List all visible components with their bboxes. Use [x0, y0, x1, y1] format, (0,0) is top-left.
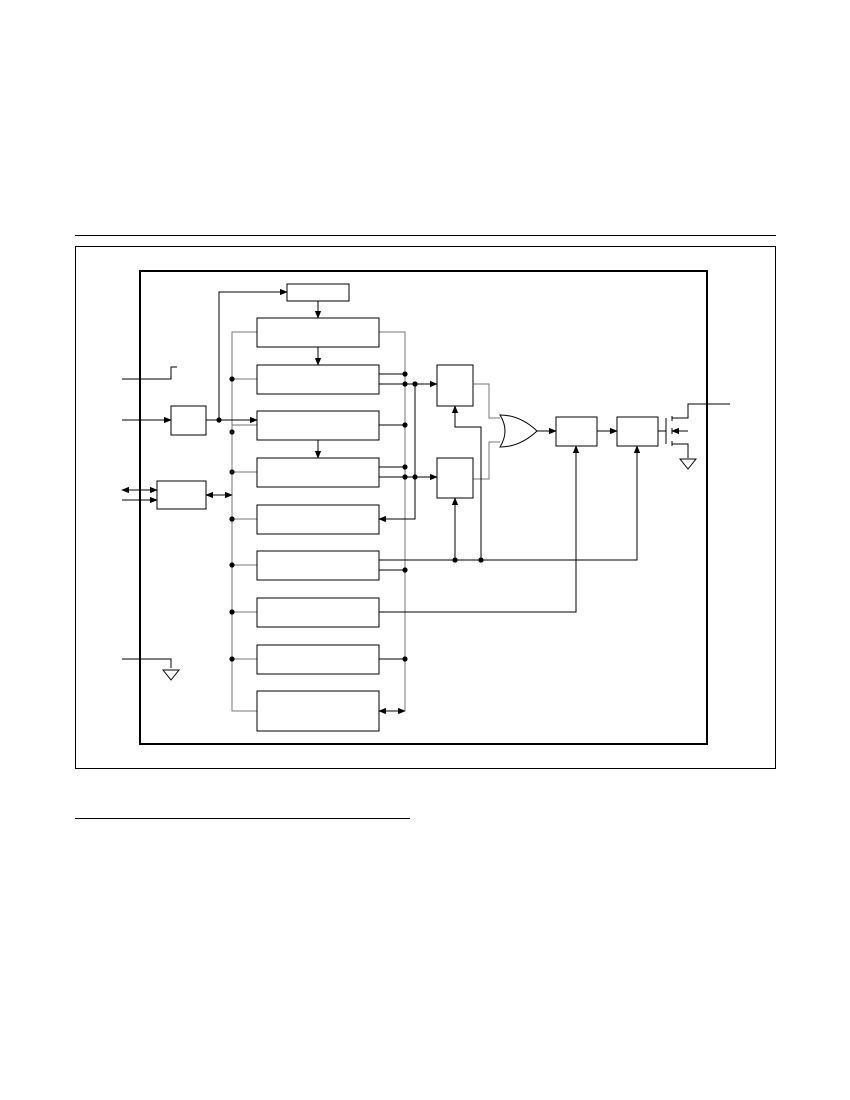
- signal-wires: [121, 288, 666, 715]
- block-4: [256, 457, 380, 488]
- input-buffer: [170, 405, 207, 436]
- top-rule: [75, 235, 776, 236]
- block-7: [256, 597, 380, 628]
- footnote-rule: [75, 818, 410, 819]
- block-3: [256, 410, 380, 441]
- ground-icon: [161, 669, 181, 681]
- or-gate: [499, 414, 538, 448]
- latch: [555, 416, 598, 447]
- compare-lower: [436, 457, 474, 499]
- driver: [616, 416, 659, 447]
- io-interface: [156, 480, 207, 510]
- compare-upper: [436, 364, 474, 407]
- figure-outer-border: [75, 246, 776, 769]
- ground-icon: [678, 458, 698, 470]
- block-5: [256, 504, 380, 535]
- block-6: [256, 550, 380, 581]
- nmos-transistor: [665, 403, 730, 458]
- block-1: [256, 317, 380, 348]
- block-9: [256, 690, 380, 732]
- device-boundary: [139, 270, 708, 745]
- top-small-block: [286, 283, 350, 302]
- junction-dots: [216, 371, 484, 662]
- block-2: [256, 364, 380, 395]
- block-8: [256, 644, 380, 675]
